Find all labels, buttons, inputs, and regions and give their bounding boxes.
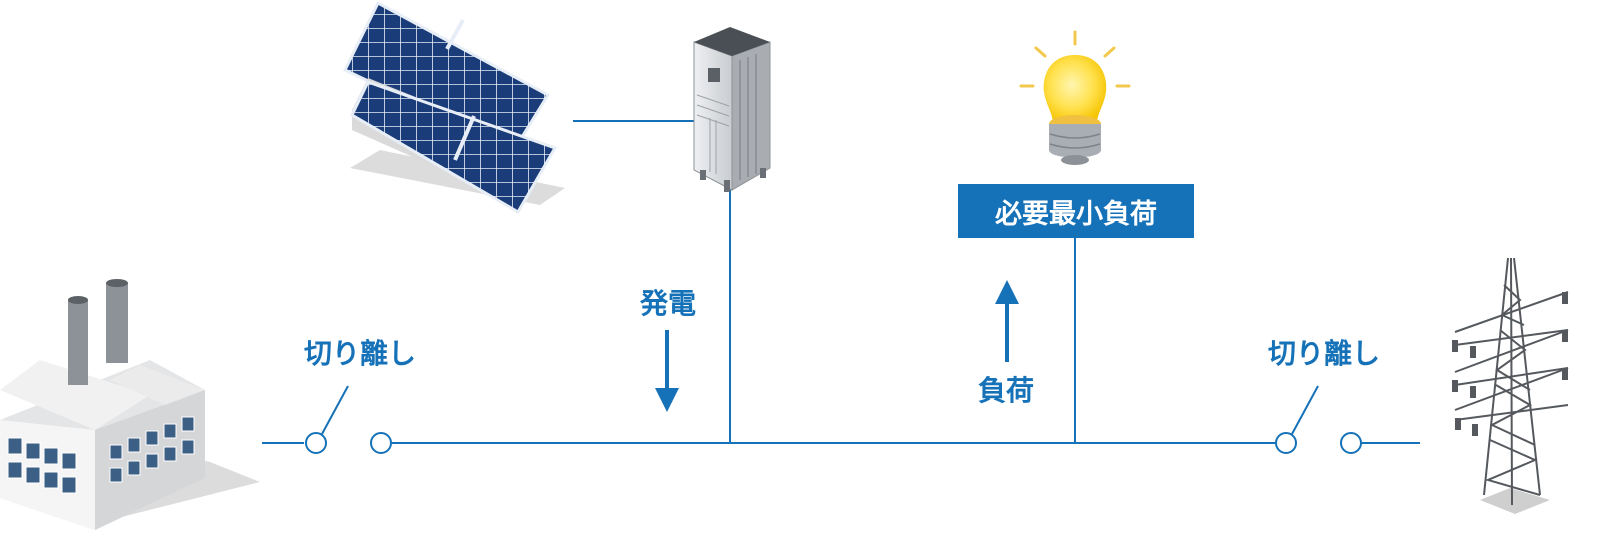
generation-label: 発電 bbox=[640, 287, 697, 320]
disconnect-switch-left bbox=[305, 385, 392, 454]
light-bulb-icon bbox=[1019, 30, 1131, 165]
load-label: 負荷 bbox=[978, 374, 1035, 407]
disconnect-label-left: 切り離し bbox=[304, 337, 417, 370]
disconnect-label-right: 切り離し bbox=[1268, 337, 1381, 370]
switch-contact bbox=[370, 432, 392, 454]
bus-wiring bbox=[262, 120, 1420, 444]
disconnect-switch-right bbox=[1275, 385, 1362, 454]
solar-panel-icon bbox=[342, 0, 565, 215]
switch-contact bbox=[1340, 432, 1362, 454]
minimum-load-label: 必要最小負荷 bbox=[995, 198, 1157, 230]
factory-icon bbox=[0, 279, 260, 530]
switch-contact bbox=[305, 432, 327, 454]
transmission-tower-icon bbox=[1452, 257, 1569, 514]
load-arrow bbox=[995, 280, 1019, 362]
switch-blade bbox=[321, 385, 349, 435]
minimum-load-box: 必要最小負荷 bbox=[958, 184, 1194, 238]
generation-arrow bbox=[655, 330, 679, 412]
power-conditioner-icon bbox=[693, 27, 771, 192]
switch-contact bbox=[1275, 432, 1297, 454]
switch-blade bbox=[1291, 385, 1319, 435]
